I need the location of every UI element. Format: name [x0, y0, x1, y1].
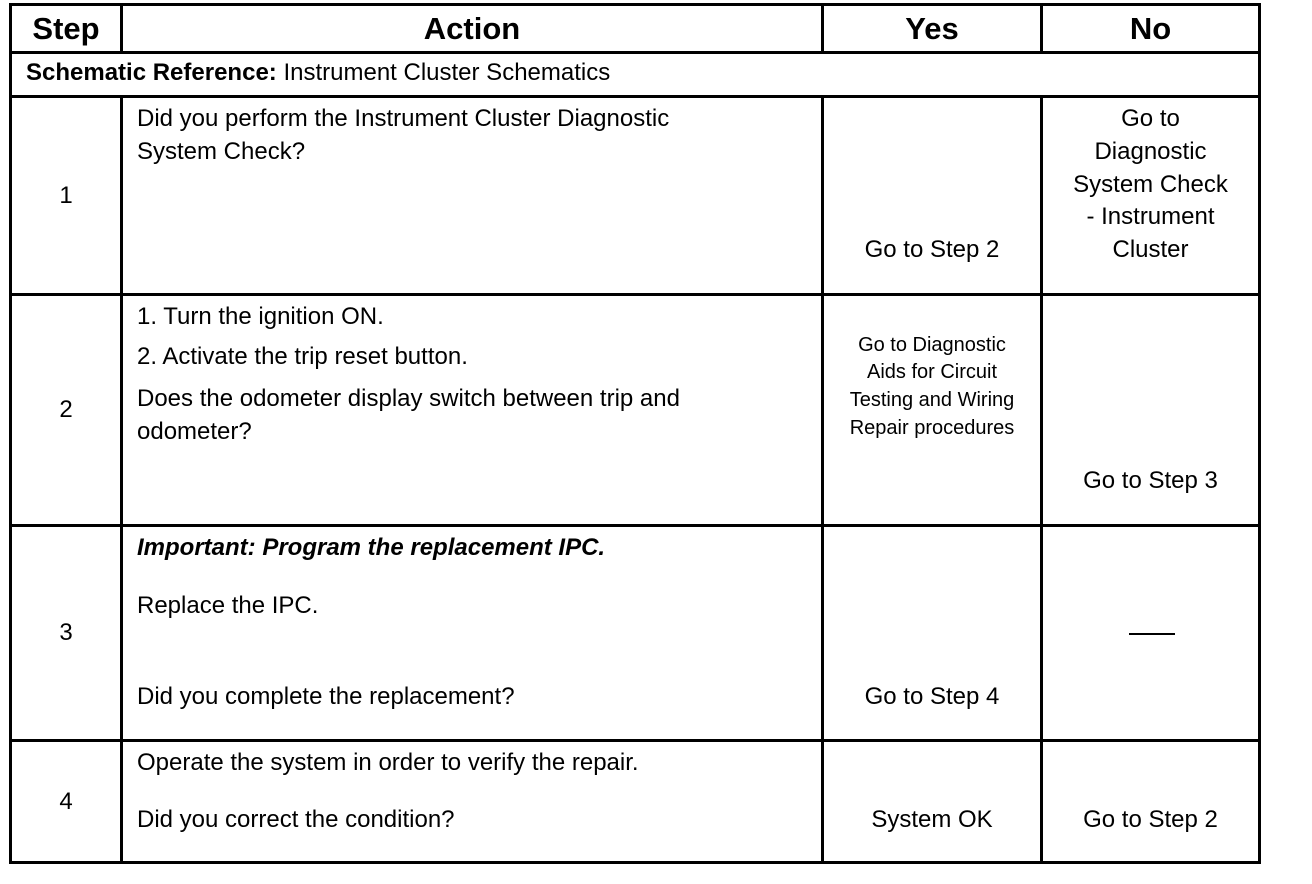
step-2-yes-line: Go to Diagnostic	[858, 334, 1006, 356]
step-4-yes: System OK	[824, 742, 1040, 861]
header-step: Step	[32, 10, 100, 46]
step-2-no-link[interactable]: Go to Step 3	[1083, 467, 1218, 494]
header-no: No	[1129, 10, 1172, 46]
step-3-yes: Go to Step 4	[824, 527, 1040, 739]
step-2-action: 1. Turn the ignition ON. 2. Activate the…	[123, 296, 821, 524]
step-1-number: 1	[59, 181, 73, 209]
body-col-divider-1	[120, 95, 123, 861]
schematic-reference-value: Instrument Cluster Schematics	[276, 59, 611, 86]
step-3-yes-link[interactable]: Go to Step 4	[864, 683, 1000, 710]
body-col-divider-2	[821, 95, 824, 861]
step-1-action-line: System Check?	[137, 138, 306, 165]
header-col-divider-1	[120, 6, 123, 51]
step-1-no-line: Diagnostic	[1094, 138, 1207, 165]
step-4-action: Operate the system in order to verify th…	[123, 742, 821, 861]
step-2-yes-line: Repair procedures	[849, 417, 1015, 439]
step-2-action-line: 2. Activate the trip reset button.	[137, 343, 468, 370]
step-3-action-line: Replace the IPC.	[137, 592, 319, 619]
step-1-action-line: Did you perform the Instrument Cluster D…	[137, 105, 670, 132]
step-4-number: 4	[59, 787, 73, 815]
body-col-divider-3	[1040, 95, 1043, 861]
step-3-no-dash	[1129, 633, 1175, 635]
step-2-number: 2	[59, 396, 73, 423]
step-2-no: Go to Step 3	[1043, 296, 1258, 524]
schematic-reference: Schematic Reference: Instrument Cluster …	[26, 56, 1226, 92]
row-2-divider	[12, 524, 1258, 527]
row-1-divider	[12, 293, 1258, 296]
step-1-no-line: Go to	[1121, 105, 1180, 132]
header-col-divider-3	[1040, 6, 1043, 51]
row-3-divider	[12, 739, 1258, 742]
step-4-no: Go to Step 2	[1043, 742, 1258, 861]
header-action: Action	[423, 10, 521, 46]
schematic-divider	[12, 95, 1258, 98]
step-1-no-line: System Check	[1073, 171, 1228, 198]
step-3-number: 3	[59, 619, 73, 646]
header-yes: Yes	[905, 10, 959, 46]
step-2-yes-line: Testing and Wiring	[849, 389, 1015, 411]
step-3-no	[1043, 527, 1258, 739]
step-3-action-line: Did you complete the replacement?	[137, 683, 515, 710]
step-3-important-note: Important: Program the replacement IPC.	[137, 534, 606, 561]
header-col-divider-2	[821, 6, 824, 51]
step-2-yes-line: Aids for Circuit	[866, 361, 998, 383]
step-2-action-line: 1. Turn the ignition ON.	[137, 303, 384, 330]
step-4-yes-text: System OK	[871, 806, 993, 833]
step-4-action-line: Operate the system in order to verify th…	[137, 749, 639, 776]
diagnostic-table: Step Action Yes No Schematic Reference: …	[9, 3, 1261, 864]
step-4-no-link[interactable]: Go to Step 2	[1083, 806, 1218, 833]
step-4-action-line: Did you correct the condition?	[137, 806, 455, 833]
step-1-yes: Go to Step 2	[824, 98, 1040, 293]
step-3-action: Important: Program the replacement IPC. …	[123, 527, 821, 739]
step-1-no[interactable]: Go to Diagnostic System Check - Instrume…	[1043, 98, 1258, 293]
step-2-yes[interactable]: Go to Diagnostic Aids for Circuit Testin…	[824, 296, 1040, 524]
header-divider	[12, 51, 1258, 54]
step-1-no-line: Cluster	[1112, 236, 1189, 263]
step-2-action-line: odometer?	[137, 418, 252, 445]
step-1-no-line: - Instrument	[1086, 203, 1215, 230]
step-1-action: Did you perform the Instrument Cluster D…	[123, 98, 821, 293]
schematic-reference-label: Schematic Reference:	[26, 59, 277, 86]
step-1-yes-link[interactable]: Go to Step 2	[864, 236, 1000, 263]
step-2-action-line: Does the odometer display switch between…	[137, 385, 680, 412]
